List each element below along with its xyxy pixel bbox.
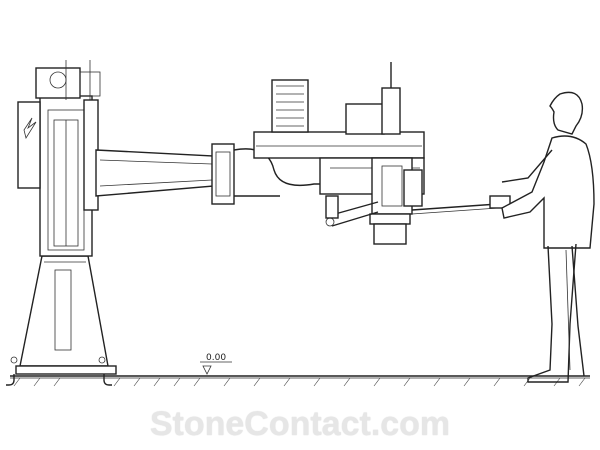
operator-figure (501, 91, 595, 383)
spindle-head (325, 157, 423, 245)
level-mark: 0.00 (200, 353, 232, 375)
level-mark-label: 0.00 (206, 353, 226, 363)
motor (271, 62, 401, 135)
control-handle (411, 195, 511, 215)
watermark: StoneContact.com (149, 405, 451, 443)
machine-column (17, 60, 101, 257)
machine-base (6, 255, 117, 386)
ground-line (10, 375, 590, 387)
